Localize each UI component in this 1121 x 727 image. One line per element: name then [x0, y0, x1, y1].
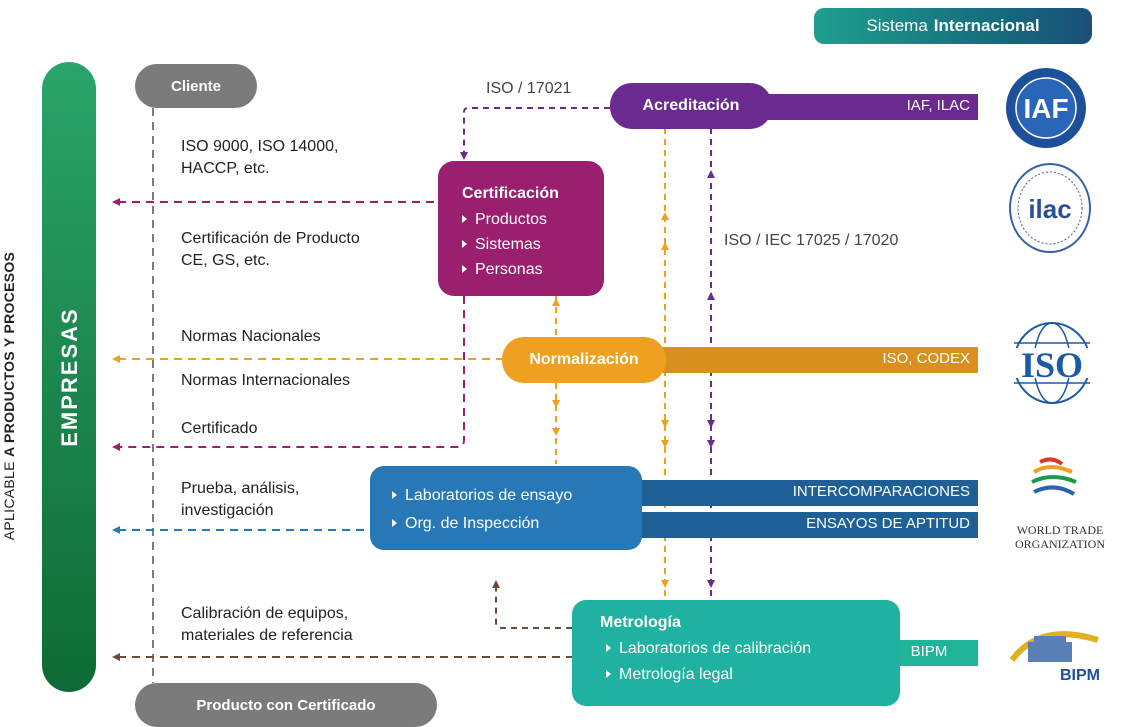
producto-certificado-pill: Producto con Certificado [135, 683, 437, 727]
bipm-logo-text: BIPM [1060, 667, 1100, 684]
metrologia-item: Metrología legal [600, 662, 900, 688]
metrologia-box: Metrología Laboratorios de calibración M… [572, 600, 900, 706]
certificacion-item-text: Personas [475, 261, 543, 278]
wto-logo-line1: WORLD TRADE [1017, 523, 1104, 537]
acreditacion-bar-label: IAF, ILAC [906, 97, 970, 114]
cliente-pill: Cliente [135, 64, 257, 108]
cert-producto-line2: CE, GS, etc. [181, 252, 270, 269]
sistema-bold: Internacional [933, 16, 1040, 35]
empresas-bar: EMPRESAS [42, 62, 96, 692]
iso-9000-line1: ISO 9000, ISO 14000, [181, 138, 339, 155]
bullet-triangle-icon [606, 644, 611, 652]
calibracion-line2: materiales de referencia [181, 627, 353, 644]
bullet-triangle-icon [392, 491, 397, 499]
calibracion-label: Calibración de equipos, materiales de re… [181, 603, 353, 647]
certificacion-item-text: Productos [475, 211, 548, 228]
laboratorios-item: Laboratorios de ensayo [392, 482, 642, 510]
bullet-triangle-icon [462, 240, 467, 248]
certificado-label: Certificado [181, 420, 258, 437]
normas-internacionales-label: Normas Internacionales [181, 372, 350, 389]
laboratorios-item-text: Laboratorios de ensayo [405, 487, 573, 504]
certificacion-item-text: Sistemas [475, 236, 541, 253]
ilac-logo-text: ilac [1028, 194, 1071, 224]
normas-nacionales-label: Normas Nacionales [181, 328, 321, 345]
empresas-label: EMPRESAS [57, 307, 82, 447]
certificacion-title: Certificación [462, 185, 559, 202]
bullet-triangle-icon [462, 265, 467, 273]
laboratorios-box: Laboratorios de ensayo Org. de Inspecció… [370, 466, 642, 550]
normalizacion-bar: ISO, CODEX [640, 347, 978, 373]
wto-logo-line2: ORGANIZATION [1015, 537, 1105, 551]
aplicable-prefix: APLICABLE [1, 461, 17, 541]
aplicable-bold: A PRODUCTOS Y PROCESOS [1, 251, 17, 458]
laboratorios-item: Org. de Inspección [392, 510, 642, 538]
iso-17025-label: ISO / IEC 17025 / 17020 [724, 232, 899, 249]
metrologia-item-text: Metrología legal [619, 666, 733, 683]
prueba-line2: investigación [181, 502, 274, 519]
metrologia-item-text: Laboratorios de calibración [619, 640, 812, 657]
iso-17021-label: ISO / 17021 [486, 80, 572, 97]
prueba-line1: Prueba, análisis, [181, 480, 300, 497]
iso-9000-line2: HACCP, etc. [181, 160, 270, 177]
acreditacion-box: Acreditación [610, 83, 772, 129]
iso-logo-icon: ISO [1006, 322, 1098, 404]
prueba-label: Prueba, análisis, investigación [181, 478, 299, 522]
certificacion-item: Sistemas [462, 232, 604, 257]
certificacion-item: Productos [462, 207, 604, 232]
ensayos-aptitud-label: ENSAYOS DE APTITUD [806, 515, 970, 532]
certificacion-box: Certificación Productos Sistemas Persona… [438, 161, 604, 296]
iso-logo-text: ISO [1021, 345, 1083, 385]
aplicable-side-label: APLICABLE A PRODUCTOS Y PROCESOS [1, 241, 25, 551]
intercomparaciones-label: INTERCOMPARACIONES [792, 483, 970, 500]
bullet-triangle-icon [392, 519, 397, 527]
bullet-triangle-icon [462, 215, 467, 223]
ilac-logo-icon: ilac [1009, 163, 1091, 253]
calibracion-line1: Calibración de equipos, [181, 605, 349, 622]
iso-9000-label: ISO 9000, ISO 14000, HACCP, etc. [181, 136, 338, 180]
bipm-logo-icon: BIPM [1009, 631, 1100, 684]
metrologia-title: Metrología [600, 614, 681, 631]
bipm-bar-label: BIPM [910, 643, 948, 660]
sistema-internacional-badge: Sistema Internacional [814, 8, 1092, 44]
wto-logo-icon: WORLD TRADE ORGANIZATION [1015, 457, 1105, 551]
sistema-prefix: Sistema [866, 16, 928, 35]
intercomparaciones-bar: INTERCOMPARACIONES [610, 480, 978, 506]
normalizacion-bar-label: ISO, CODEX [882, 350, 970, 367]
bullet-triangle-icon [606, 670, 611, 678]
metrologia-item: Laboratorios de calibración [600, 636, 900, 662]
laboratorios-item-text: Org. de Inspección [405, 515, 540, 532]
ensayos-aptitud-bar: ENSAYOS DE APTITUD [610, 512, 978, 538]
cert-producto-line1: Certificación de Producto [181, 230, 360, 247]
certificacion-item: Personas [462, 257, 604, 282]
normalizacion-box: Normalización [502, 337, 666, 383]
iaf-logo-text: IAF [1023, 93, 1068, 124]
iaf-logo-icon: IAF [1006, 68, 1086, 148]
cert-producto-label: Certificación de Producto CE, GS, etc. [181, 228, 360, 272]
